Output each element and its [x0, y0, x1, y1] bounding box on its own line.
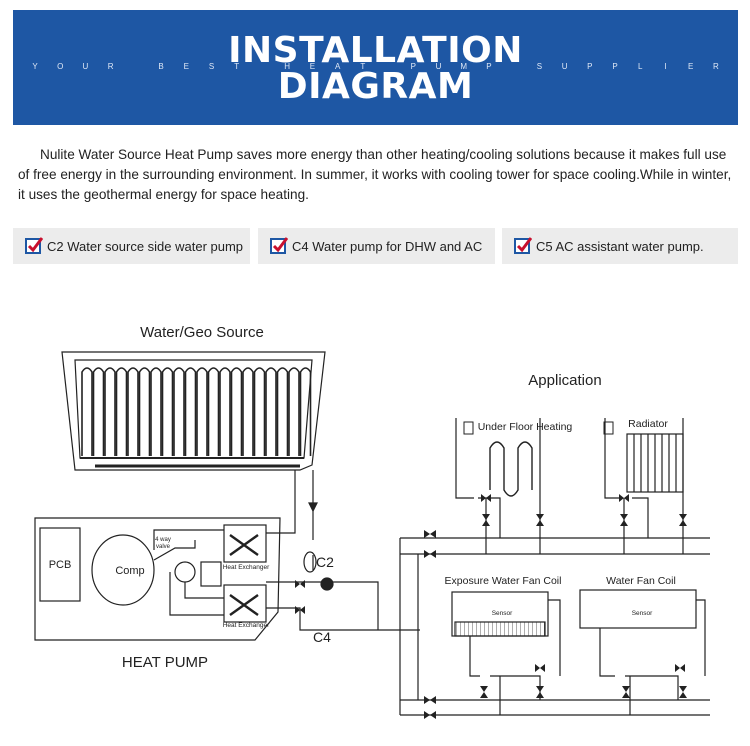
- thermostat-icon: [603, 421, 614, 435]
- banner-title-line1: INSTALLATION: [228, 30, 523, 71]
- c4-label: C4: [313, 629, 331, 645]
- tagline-letter: U: [435, 62, 442, 71]
- tagline-letter: E: [309, 62, 316, 71]
- checkbox-icon: [270, 237, 288, 254]
- tagline-letter: S: [536, 62, 543, 71]
- pcb-label: PCB: [49, 559, 72, 571]
- tagline-letter: E: [183, 62, 189, 71]
- source-title: Water/Geo Source: [140, 324, 264, 341]
- underfloor-label: Under Floor Heating: [478, 421, 573, 433]
- intro-paragraph: Nulite Water Source Heat Pump saves more…: [18, 147, 732, 202]
- tagline-letter: U: [82, 62, 89, 71]
- source-panel: [61, 351, 326, 471]
- tagline-letter: T: [234, 62, 240, 71]
- feature-label: C2 Water source side water pump: [47, 238, 244, 254]
- thermostat-icon: [463, 421, 474, 435]
- checkbox-icon: [514, 237, 532, 254]
- sensor-label-2: Sensor: [632, 610, 653, 617]
- tagline-letter: Y: [32, 62, 38, 71]
- tagline-letter: P: [410, 62, 416, 71]
- hx-lower-label: Heat Exchanger: [223, 622, 270, 629]
- comp-label: Comp: [115, 565, 144, 577]
- fan-coil-label: Water Fan Coil: [606, 575, 676, 587]
- c4-pump: [320, 577, 334, 591]
- tagline-letter: E: [688, 62, 694, 71]
- tagline-letter: H: [284, 62, 291, 71]
- fan-coil-unit: [579, 589, 697, 629]
- feature-c2: C2 Water source side water pump: [13, 228, 250, 264]
- tagline-letter: P: [486, 62, 492, 71]
- heat-exchanger-lower: [223, 584, 267, 623]
- pcb-box: [39, 527, 81, 602]
- tagline-letter: P: [587, 62, 593, 71]
- tagline-letter: A: [334, 62, 341, 71]
- c2-label: C2: [316, 554, 334, 570]
- feature-c5: C5 AC assistant water pump.: [502, 228, 738, 264]
- tagline-letter: R: [107, 62, 114, 71]
- tagline-letter: B: [158, 62, 164, 71]
- feature-label: C5 AC assistant water pump.: [536, 238, 704, 254]
- banner-title-line2: DIAGRAM: [277, 66, 474, 107]
- checkbox-icon: [25, 237, 43, 254]
- tagline-letter: L: [638, 62, 643, 71]
- tagline-letter: U: [561, 62, 568, 71]
- sensor-label-1: Sensor: [492, 610, 513, 617]
- exposure-fan-coil-label: Exposure Water Fan Coil: [445, 575, 562, 587]
- hx-upper-label: Heat Exchanger: [223, 564, 270, 571]
- feature-label: C4 Water pump for DHW and AC: [292, 238, 483, 254]
- valve-label-2: valve: [156, 544, 171, 550]
- tagline-letter: M: [460, 62, 468, 71]
- tagline-letter: R: [713, 62, 719, 71]
- c2-pump: [303, 551, 317, 573]
- tagline-letter: T: [360, 62, 366, 71]
- feature-c4: C4 Water pump for DHW and AC: [258, 228, 495, 264]
- radiator-label: Radiator: [628, 418, 668, 430]
- compressor: [91, 534, 155, 606]
- tagline-letter: O: [57, 62, 64, 71]
- tagline-letter: P: [612, 62, 618, 71]
- tagline-letter: S: [208, 62, 215, 71]
- heat-pump-box: [34, 517, 281, 641]
- valve-label-1: 4 way: [155, 537, 171, 543]
- application-title: Application: [528, 372, 601, 389]
- heat-pump-title: HEAT PUMP: [122, 654, 208, 671]
- heat-exchanger-upper: [223, 524, 267, 563]
- installation-diagram: Water/Geo Source Application HEAT PUMP P…: [34, 324, 710, 719]
- tagline-letter: I: [664, 62, 667, 71]
